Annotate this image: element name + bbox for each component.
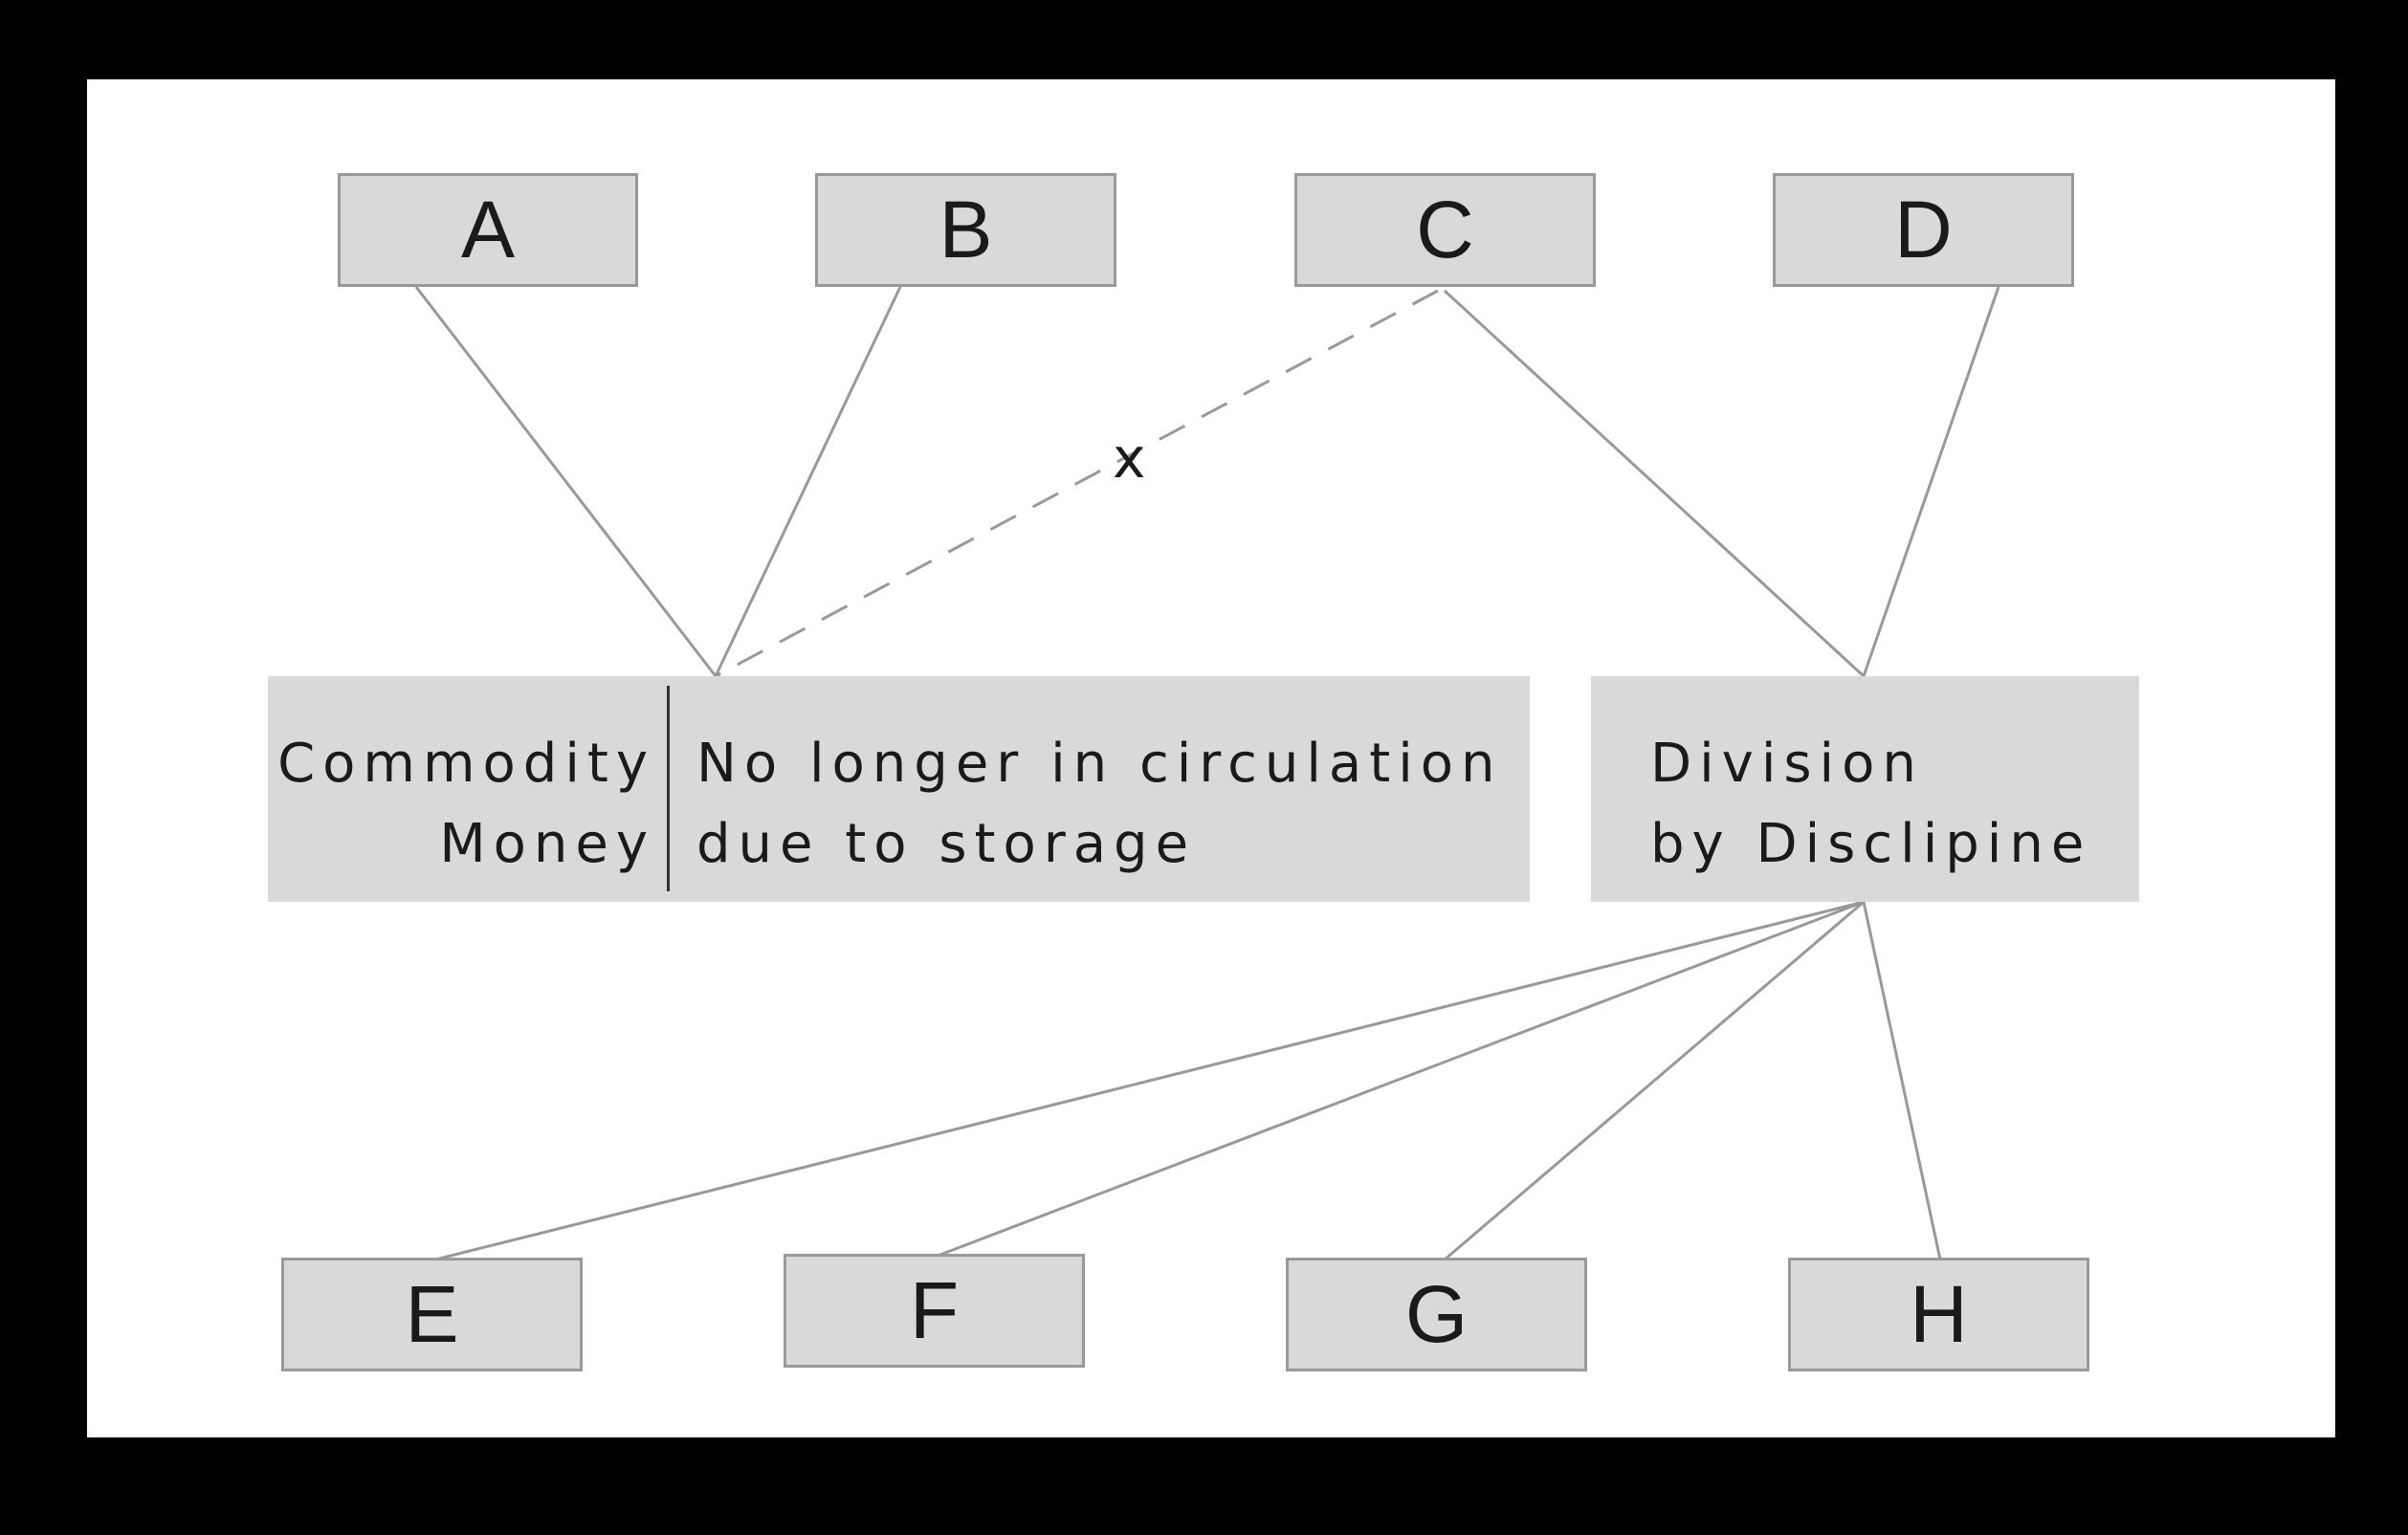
node-g: G [1286,1258,1587,1371]
node-f: F [784,1254,1085,1368]
connector-d-division [1862,286,2000,677]
term-divider [667,686,670,891]
node-c: C [1294,173,1596,287]
description-line-2: due to storage [696,813,1197,875]
term-line-2: Money [439,813,655,875]
commodity-money-term: Commodity Money [268,724,655,885]
node-d: D [1773,173,2074,287]
connector-division-f [937,900,1865,1258]
connector-c-commodity-dashed [715,289,1439,678]
node-h: H [1788,1258,2089,1371]
division-text: Division by Disclipine [1650,724,2091,885]
connector-c-division [1443,289,1866,678]
term-line-1: Commodity [277,733,655,795]
dashed-link-label: x [1113,426,1146,491]
commodity-money-box: Commodity Money No longer in circulation… [268,676,1530,902]
division-box: Division by Disclipine [1591,676,2139,902]
connector-b-commodity [714,286,902,677]
connector-division-g [1444,900,1865,1261]
connector-a-commodity [414,286,718,677]
node-b: B [815,173,1116,287]
connector-division-e [434,900,1865,1261]
node-a: A [338,173,638,287]
division-line-2: by Disclipine [1650,813,2092,875]
description-line-1: No longer in circulation [696,733,1503,795]
division-line-1: Division [1650,733,1924,795]
commodity-money-description: No longer in circulation due to storage [696,724,1503,885]
node-e: E [281,1258,583,1371]
connector-division-h [1862,901,1942,1261]
